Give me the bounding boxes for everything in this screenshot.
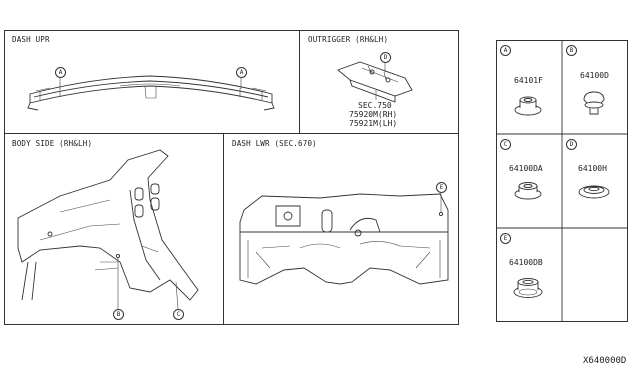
grommet-c-callout: C — [500, 139, 511, 150]
dash-upr-title: DASH UPR — [12, 35, 50, 44]
grommet-b-part-number: 64100D — [580, 71, 609, 80]
grommet-c-part-number: 64100DA — [509, 164, 543, 173]
callout-d-outrigger: D — [380, 52, 391, 63]
callout-e-dash-lwr: E — [436, 182, 447, 193]
callout-c-body-side: C — [173, 309, 184, 320]
outrigger-title: OUTRIGGER (RH&LH) — [308, 35, 389, 44]
grommet-e-part-number: 64100DB — [509, 258, 543, 267]
grommet-a-part-number: 64101F — [514, 76, 543, 85]
dash-lwr-title: DASH LWR (SEC.670) — [232, 139, 317, 148]
dash-lwr-panel — [223, 133, 459, 325]
callout-a-right: A — [236, 67, 247, 78]
grommet-d-part-number: 64100H — [578, 164, 607, 173]
diagram-code: X640000D — [583, 356, 627, 366]
outrigger-section-ref: SEC.750 — [358, 101, 392, 110]
callout-a-left: A — [55, 67, 66, 78]
body-side-title: BODY SIDE (RH&LH) — [12, 139, 93, 148]
outrigger-part-rh: 75920M(RH) — [349, 110, 398, 119]
callout-b-body-side: B — [113, 309, 124, 320]
grommet-a-callout: A — [500, 45, 511, 56]
grommet-d-callout: D — [566, 139, 577, 150]
grommet-b-callout: B — [566, 45, 577, 56]
grommet-e-callout: E — [500, 233, 511, 244]
outrigger-part-lh: 75921M(LH) — [349, 119, 398, 128]
